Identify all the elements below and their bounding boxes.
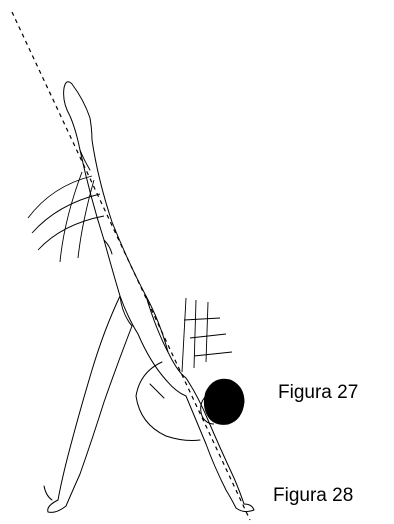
motion-lines-left [28,172,104,262]
motion-lines-right [182,298,232,372]
head [204,379,244,424]
gymnast-body [44,82,254,513]
caption-figura-27: Figura 27 [278,383,358,402]
caption-figura-28: Figura 28 [273,486,353,505]
